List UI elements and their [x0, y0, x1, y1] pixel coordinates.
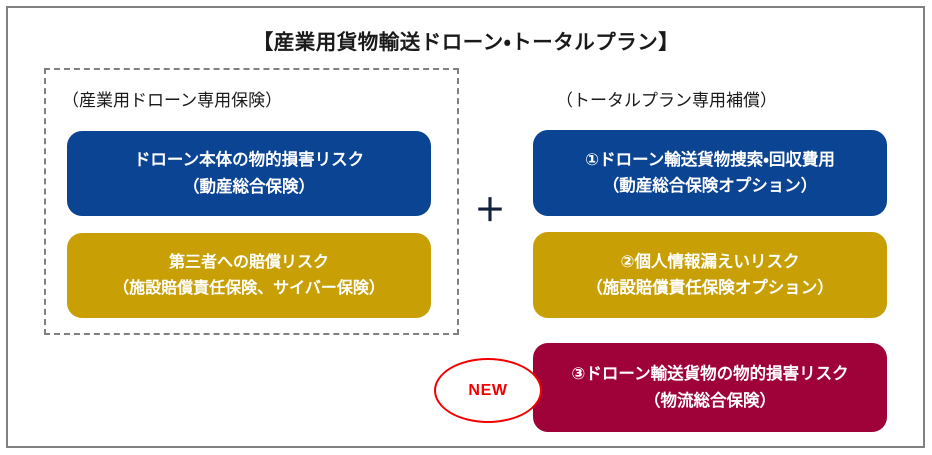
risk-box-line-secondary: （施設賠償責任保険オプション）	[586, 279, 834, 297]
risk-box-third-party-liability[interactable]: 第三者への賠償リスク （施設賠償責任保険、サイバー保険）	[67, 233, 431, 318]
risk-box-drone-body-damage[interactable]: ドローン本体の物的損害リスク （動産総合保険）	[67, 131, 431, 216]
risk-box-line-secondary: （物流総合保険）	[644, 391, 776, 410]
left-group-caption: （産業用ドローン専用保険）	[62, 91, 283, 110]
left-group-dashed-border	[44, 68, 459, 335]
page-title: 【産業用貨物輸送ドローン・トータルプラン】	[252, 31, 680, 54]
risk-box-cargo-physical-damage[interactable]: ③ドローン輸送貨物の物的損害リスク （物流総合保険）	[533, 343, 887, 432]
risk-box-line-secondary: （動産総合保険オプション）	[602, 177, 818, 195]
risk-box-line-primary: ②個人情報漏えいリスク	[620, 252, 800, 271]
risk-box-cargo-search-recovery[interactable]: ①ドローン輸送貨物捜索・回収費用 （動産総合保険オプション）	[533, 130, 887, 216]
risk-box-line-primary: ③ドローン輸送貨物の物的損害リスク	[571, 365, 849, 384]
risk-box-line-primary: ドローン本体の物的損害リスク	[133, 151, 365, 170]
risk-box-line-primary: 第三者への賠償リスク	[168, 254, 329, 272]
risk-box-line-secondary: （施設賠償責任保険、サイバー保険）	[113, 279, 385, 297]
risk-box-line-primary: ①ドローン輸送貨物捜索・回収費用	[585, 150, 835, 169]
right-group-caption: （トータルプラン専用補償）	[556, 91, 777, 110]
plus-operator-icon: ＋	[474, 193, 506, 228]
risk-box-line-secondary: （動産総合保険）	[183, 177, 315, 196]
new-badge-label: NEW	[468, 381, 508, 399]
risk-box-personal-info-leak[interactable]: ②個人情報漏えいリスク （施設賠償責任保険オプション）	[533, 232, 887, 318]
new-badge: NEW	[434, 358, 542, 423]
